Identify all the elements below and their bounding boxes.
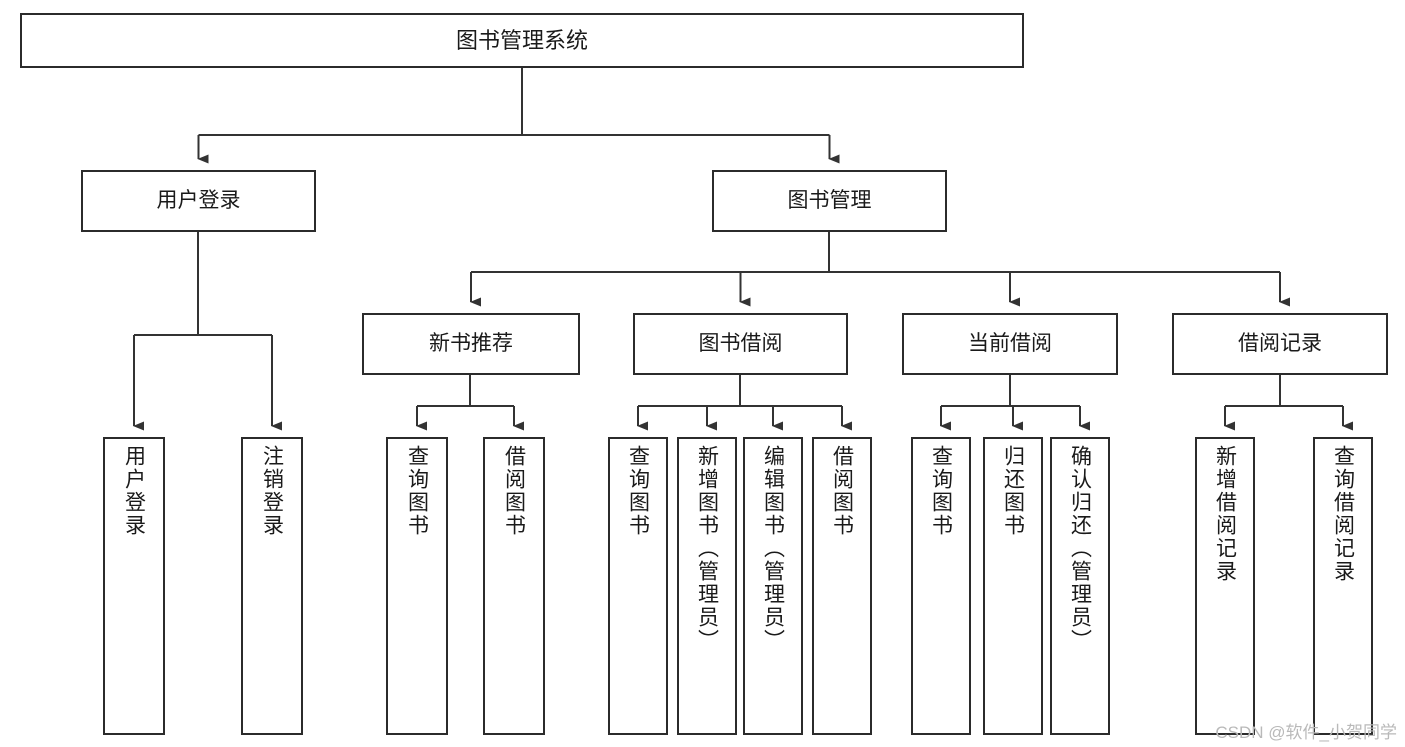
node-user-login[interactable]: 用户登录: [81, 170, 316, 232]
node-label-leaf-edit-book-admin: 编辑图书（管理员）: [761, 445, 785, 652]
node-label-book-management: 图书管理: [787, 188, 872, 212]
node-label-leaf-logout: 注销登录: [260, 445, 284, 537]
node-leaf-query-book-2[interactable]: 查询图书: [608, 437, 668, 735]
node-label-leaf-confirm-return-admin: 确认归还（管理员）: [1068, 445, 1092, 652]
node-leaf-query-book-3[interactable]: 查询图书: [911, 437, 971, 735]
node-new-book-recommend[interactable]: 新书推荐: [362, 313, 580, 375]
node-label-root: 图书管理系统: [455, 27, 588, 53]
node-label-leaf-query-book-1: 查询图书: [405, 445, 429, 537]
node-current-borrow[interactable]: 当前借阅: [902, 313, 1118, 375]
node-label-current-borrow: 当前借阅: [968, 331, 1052, 355]
node-leaf-add-borrow-record[interactable]: 新增借阅记录: [1195, 437, 1255, 735]
node-leaf-query-borrow-record[interactable]: 查询借阅记录: [1313, 437, 1373, 735]
node-label-leaf-add-book-admin: 新增图书（管理员）: [695, 445, 719, 652]
node-leaf-user-login[interactable]: 用户登录: [103, 437, 165, 735]
node-label-book-borrow: 图书借阅: [698, 331, 783, 355]
node-leaf-borrow-book-1[interactable]: 借阅图书: [483, 437, 545, 735]
node-label-leaf-query-book-3: 查询图书: [929, 445, 953, 537]
node-label-leaf-return-book: 归还图书: [1001, 445, 1025, 537]
watermark-text: CSDN @软件_小贺同学: [1215, 723, 1397, 742]
node-leaf-return-book[interactable]: 归还图书: [983, 437, 1043, 735]
node-leaf-query-book-1[interactable]: 查询图书: [386, 437, 448, 735]
node-label-leaf-query-borrow-record: 查询借阅记录: [1331, 445, 1355, 583]
node-label-leaf-add-borrow-record: 新增借阅记录: [1213, 445, 1237, 583]
node-leaf-borrow-book-2[interactable]: 借阅图书: [812, 437, 872, 735]
node-label-new-book-recommend: 新书推荐: [429, 331, 513, 355]
node-leaf-logout[interactable]: 注销登录: [241, 437, 303, 735]
node-label-borrow-record: 借阅记录: [1238, 331, 1322, 355]
node-label-leaf-query-book-2: 查询图书: [626, 445, 650, 537]
node-leaf-confirm-return-admin[interactable]: 确认归还（管理员）: [1050, 437, 1110, 735]
node-leaf-edit-book-admin[interactable]: 编辑图书（管理员）: [743, 437, 803, 735]
node-label-leaf-user-login: 用户登录: [122, 445, 146, 537]
node-leaf-add-book-admin[interactable]: 新增图书（管理员）: [677, 437, 737, 735]
node-root[interactable]: 图书管理系统: [20, 13, 1024, 68]
node-book-management[interactable]: 图书管理: [712, 170, 947, 232]
node-label-leaf-borrow-book-1: 借阅图书: [502, 445, 526, 537]
node-book-borrow[interactable]: 图书借阅: [633, 313, 848, 375]
node-borrow-record[interactable]: 借阅记录: [1172, 313, 1388, 375]
node-label-user-login: 用户登录: [156, 188, 241, 212]
node-label-leaf-borrow-book-2: 借阅图书: [830, 445, 854, 537]
